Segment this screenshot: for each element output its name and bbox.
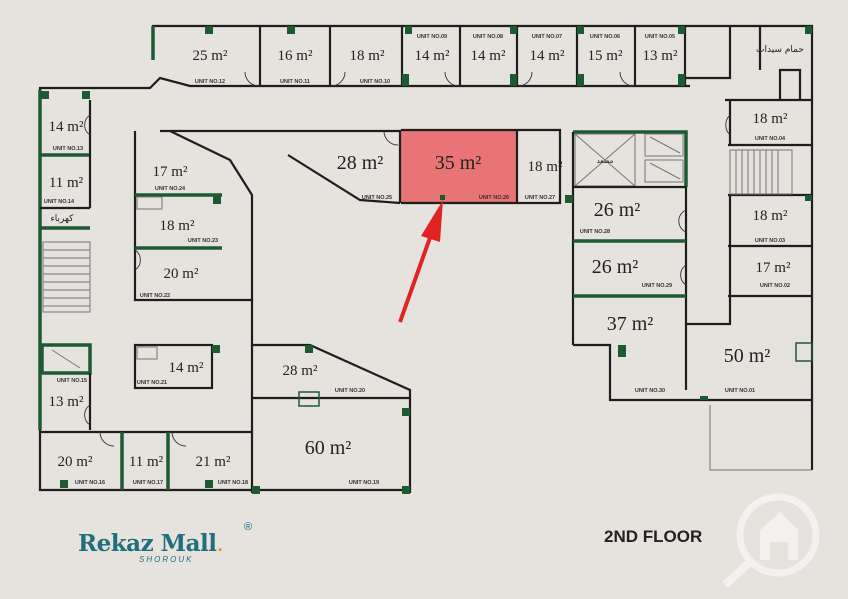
unit-area: 14 m²	[471, 48, 506, 64]
registered-mark: ®	[244, 521, 253, 533]
unit-area: 26 m²	[592, 256, 639, 278]
unit-area: 17 m²	[756, 260, 791, 276]
unit-area: 14 m²	[169, 360, 204, 376]
unit-number: UNIT NO.05	[645, 34, 675, 40]
unit-area: 28 m²	[283, 363, 318, 379]
unit-number: UNIT NO.11	[280, 79, 310, 85]
unit-area: 11 m²	[129, 454, 164, 470]
unit-area: 25 m²	[193, 48, 228, 64]
unit-number: UNIT NO.02	[760, 283, 790, 289]
brand-name: Rekaz Mall	[78, 530, 217, 557]
highlight-arrow	[398, 200, 443, 323]
unit-number: UNIT NO.12	[195, 79, 225, 85]
ladies-wc-label: حمام سيدات	[756, 45, 804, 55]
unit-area: 26 m²	[594, 199, 641, 221]
watermark-logo	[722, 493, 820, 588]
electricity-room-label: كهرباء	[51, 214, 75, 224]
unit-number: UNIT NO.25	[362, 195, 392, 201]
unit-area: 11 m²	[49, 175, 84, 191]
unit-number: UNIT NO.14	[44, 199, 75, 205]
unit-area: 14 m²	[49, 119, 84, 135]
unit-number: UNIT NO.17	[133, 480, 163, 486]
unit-number: UNIT NO.09	[417, 34, 447, 40]
unit-number: UNIT NO.08	[473, 34, 503, 40]
unit-number: UNIT NO.22	[140, 293, 170, 299]
unit-area: 18 m²	[160, 218, 195, 234]
unit-number: UNIT NO.21	[137, 380, 167, 386]
unit-area: 50 m²	[724, 345, 771, 367]
unit-number: UNIT NO.10	[360, 79, 390, 85]
unit-number: UNIT NO.04	[755, 136, 786, 142]
unit-number: UNIT NO.16	[75, 480, 105, 486]
unit-area: 18 m²	[753, 111, 788, 127]
unit-number: UNIT NO.15	[57, 378, 87, 384]
unit-number: UNIT NO.27	[525, 195, 555, 201]
unit-area: 14 m²	[530, 48, 565, 64]
unit-number: UNIT NO.26	[479, 195, 509, 201]
unit-area: 17 m²	[153, 164, 188, 180]
unit-area: 18 m²	[350, 48, 385, 64]
unit-number: UNIT NO.24	[155, 186, 186, 192]
unit-area: 28 m²	[337, 152, 384, 174]
unit-number: UNIT NO.13	[53, 146, 83, 152]
pillars	[41, 26, 812, 494]
unit-area: 20 m²	[58, 454, 93, 470]
floor-title: 2ND FLOOR	[604, 527, 703, 546]
unit-number: UNIT NO.06	[590, 34, 620, 40]
unit-area: 14 m²	[415, 48, 450, 64]
unit-area: 16 m²	[278, 48, 313, 64]
unit-number: UNIT NO.19	[349, 480, 379, 486]
unit-area: 18 m²	[528, 159, 563, 175]
unit-number: UNIT NO.07	[532, 34, 562, 40]
brand-dot: .	[216, 527, 224, 557]
unit-number: UNIT NO.29	[642, 283, 672, 289]
unit-number: UNIT NO.01	[725, 388, 755, 394]
brand-subtitle: SHOROUK	[139, 555, 194, 564]
unit-number: UNIT NO.28	[580, 229, 610, 235]
unit-number: UNIT NO.03	[755, 238, 785, 244]
unit-area: 60 m²	[305, 437, 352, 459]
unit-area: 18 m²	[753, 208, 788, 224]
doors	[84, 71, 731, 447]
elevator-label: مصعد	[597, 157, 614, 165]
highlighted-unit-26[interactable]	[401, 130, 517, 203]
unit-area: 15 m²	[588, 48, 623, 64]
unit-number: UNIT NO.30	[635, 388, 665, 394]
unit-area: 37 m²	[607, 313, 654, 335]
unit-labels: 25 m² UNIT NO.12 16 m² UNIT NO.11 18 m² UNIT …	[44, 34, 791, 486]
unit-area: 13 m²	[49, 394, 84, 410]
unit-area: 13 m²	[643, 48, 678, 64]
unit-area: 35 m²	[435, 152, 482, 174]
unit-number: UNIT NO.23	[188, 238, 218, 244]
unit-number: UNIT NO.20	[335, 388, 365, 394]
walls	[38, 24, 814, 493]
unit-area: 21 m²	[196, 454, 231, 470]
brand-logo: Rekaz Mall. ® SHOROUK	[78, 521, 252, 564]
unit-number: UNIT NO.18	[218, 480, 248, 486]
unit-area: 20 m²	[164, 266, 199, 282]
